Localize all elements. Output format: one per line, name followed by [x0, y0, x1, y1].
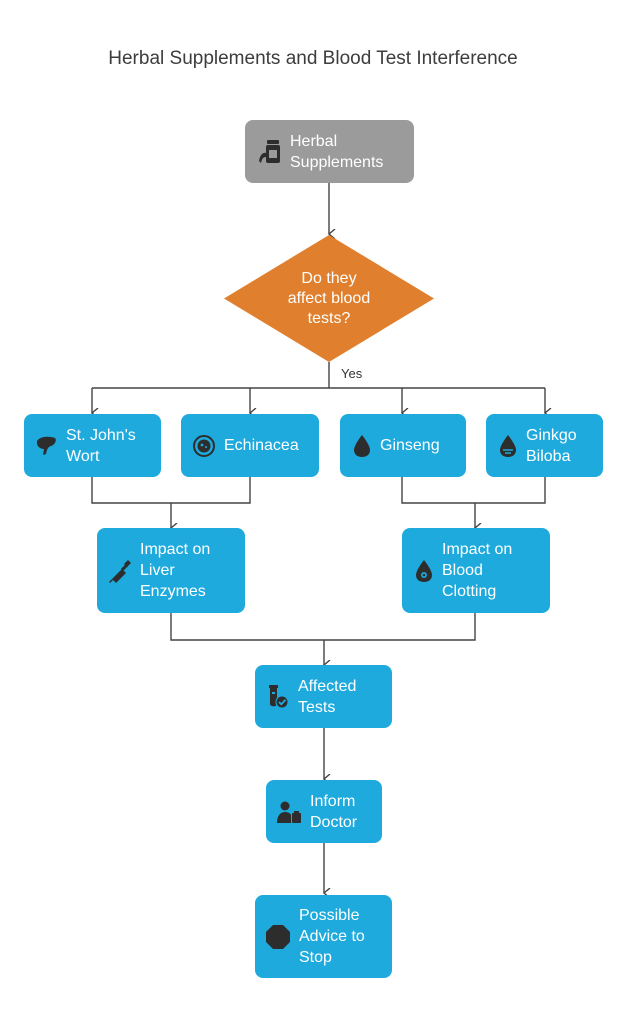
node-label: Ginseng: [380, 437, 440, 454]
drop-icon: [352, 434, 372, 458]
node-label: Impact on Liver Enzymes: [140, 541, 211, 600]
edge-liver-merge: [91, 477, 251, 504]
node-label: Echinacea: [224, 437, 299, 454]
node-label: Impact on Blood Clotting: [442, 541, 513, 600]
decision-diamond: [224, 235, 434, 362]
cell-icon: [192, 434, 216, 458]
node-label: Herbal Supplements: [290, 132, 384, 171]
node-liver-enzymes: Impact on Liver Enzymes: [97, 528, 245, 613]
node-ginseng: Ginseng: [340, 414, 466, 477]
liver-icon: [34, 434, 58, 458]
node-ginkgo-biloba: Ginkgo Biloba: [486, 414, 603, 477]
edge-label-yes: Yes: [341, 366, 363, 381]
edge-impacts-merge: [170, 613, 476, 641]
node-label: Ginkgo Biloba: [526, 426, 577, 465]
node-advice-stop: Possible Advice to Stop: [255, 895, 392, 978]
blood-drop-icon: [498, 434, 518, 458]
node-echinacea: Echinacea: [181, 414, 319, 477]
diagram-title: Herbal Supplements and Blood Test Interf…: [108, 48, 518, 69]
node-label: Inform Doctor: [310, 792, 358, 831]
stop-octagon-icon: [265, 924, 291, 950]
doctor-icon: [276, 800, 302, 824]
node-blood-clotting: Impact on Blood Clotting: [402, 528, 550, 613]
supplement-bottle-icon: [258, 139, 282, 165]
node-label: Affected Tests: [298, 677, 357, 716]
edge-blood-merge: [401, 477, 546, 504]
node-herbal-supplements: Herbal Supplements: [245, 120, 414, 183]
syringe-icon: [108, 559, 132, 583]
node-label: St. John's Wort: [66, 426, 136, 465]
node-affected-tests: Affected Tests: [255, 665, 392, 728]
node-st-johns-wort: St. John's Wort: [24, 414, 161, 477]
blood-drop-virus-icon: [414, 559, 434, 583]
test-tube-check-icon: [266, 684, 290, 710]
node-label: Possible Advice to Stop: [299, 907, 365, 966]
node-inform-doctor: Inform Doctor: [266, 780, 382, 843]
decision-label: Do they affect blood tests?: [287, 269, 371, 327]
